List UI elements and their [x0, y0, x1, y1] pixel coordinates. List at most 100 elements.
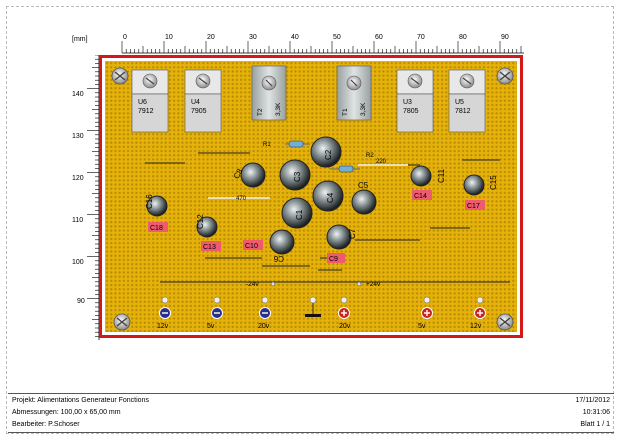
capacitor-label: C18	[150, 225, 163, 232]
resistor-label: 220	[376, 159, 387, 165]
trimpot-value: 3,3K	[275, 102, 282, 116]
capacitor-label: C1	[295, 209, 304, 220]
resistor-label: 470	[236, 196, 247, 202]
resistor-r2[interactable]: R2	[330, 153, 374, 173]
screw-icon	[496, 67, 514, 85]
regulator-value: 7805	[403, 108, 419, 115]
terminal-label: 12v	[470, 323, 482, 330]
x-tick-label: 20	[207, 34, 215, 41]
y-tick-label: 130	[72, 133, 84, 140]
rail-label: -24v	[246, 281, 259, 288]
capacitor-c18[interactable]: C18	[148, 222, 168, 232]
capacitor-c6[interactable]: C6	[269, 229, 295, 263]
capacitor-label: C2	[324, 149, 333, 160]
horizontal-ruler-ticks	[121, 41, 524, 54]
x-tick-label: 0	[123, 34, 127, 41]
trimpot-ref: T2	[257, 108, 264, 116]
output-terminals: 12v 5v 20v 20v	[157, 296, 486, 330]
pcb-board[interactable]	[105, 61, 517, 332]
capacitors: C1 C2 C3 C4 C5 C6 C7 C8 C9 C10 C11 C12 C…	[145, 136, 498, 263]
regulator-ref: U3	[403, 99, 412, 106]
capacitor-c3[interactable]: C3	[279, 159, 311, 191]
trimpot-value: 3,3K	[360, 102, 367, 116]
capacitor-label: C12	[196, 214, 205, 229]
page-indicator: Blatt 1 / 1	[580, 421, 610, 428]
regulator-u5[interactable]: U5 7812	[448, 69, 486, 133]
capacitor-c13[interactable]: C13	[201, 241, 221, 251]
capacitor-label: C17	[467, 203, 480, 210]
terminal-plus-icon[interactable]: 12v	[470, 296, 486, 330]
regulator-ref: U6	[138, 99, 147, 106]
regulator-u3[interactable]: U3 7805	[396, 69, 434, 133]
y-tick-label: 140	[72, 91, 84, 98]
x-tick-label: 80	[459, 34, 467, 41]
x-tick-label: 30	[249, 34, 257, 41]
title-block: Projekt: Alimentations Generateur Foncti…	[8, 393, 614, 433]
pcb-board-frame[interactable]	[99, 55, 523, 338]
capacitor-c11[interactable]: C11	[410, 165, 446, 187]
horizontal-ruler: 0 10 20 30 40 50 60 70 80 90	[100, 32, 524, 54]
capacitor-label: C14	[414, 193, 427, 200]
regulator-u4[interactable]: U4 7905	[184, 69, 222, 133]
regulator-value: 7912	[138, 108, 154, 115]
capacitor-label: C10	[245, 243, 258, 250]
y-tick-label: 100	[72, 259, 84, 266]
x-tick-label: 40	[291, 34, 299, 41]
terminal-label: 5v	[418, 323, 426, 330]
x-tick-label: 50	[333, 34, 341, 41]
capacitor-c2[interactable]: C2	[310, 136, 342, 168]
capacitor-label: C3	[293, 171, 302, 182]
x-tick-label: 10	[165, 34, 173, 41]
pad-icon	[356, 281, 362, 287]
resistor-label: R1	[263, 142, 271, 148]
capacitor-c4[interactable]: C4	[312, 180, 344, 212]
terminal-plus-icon[interactable]: 5v	[418, 296, 433, 330]
trimpot-t2[interactable]: T2 3,3K	[251, 65, 287, 121]
screw-icon	[113, 313, 131, 331]
resistor-470[interactable]: 470	[208, 196, 270, 202]
capacitor-c15[interactable]: C15	[463, 174, 498, 196]
capacitor-c1[interactable]: C1	[281, 197, 313, 229]
capacitor-c12[interactable]: C12	[196, 214, 218, 238]
terminal-minus-icon[interactable]: 5v	[207, 296, 223, 330]
capacitor-label: C11	[437, 168, 446, 183]
capacitor-label: C15	[489, 175, 498, 190]
terminal-minus-icon[interactable]: 20v	[258, 296, 271, 330]
terminal-label: 20v	[258, 323, 270, 330]
capacitor-c9[interactable]: C9	[327, 253, 345, 263]
capacitor-c16[interactable]: C16	[145, 194, 168, 217]
y-tick-label: 120	[72, 175, 84, 182]
regulator-value: 7905	[191, 108, 207, 115]
capacitor-c17[interactable]: C17	[465, 200, 485, 210]
x-tick-label: 60	[375, 34, 383, 41]
screw-icon	[111, 67, 129, 85]
capacitor-label: C7	[348, 228, 357, 239]
trimpot-t1[interactable]: T1 3,3K	[336, 65, 372, 121]
regulator-u6[interactable]: U6 7912	[131, 69, 169, 133]
capacitor-label: C5	[358, 181, 369, 190]
capacitor-c10[interactable]: C10	[243, 240, 263, 250]
capacitor-c14[interactable]: C14	[412, 190, 432, 200]
capacitor-c8[interactable]: C8	[232, 162, 266, 188]
capacitor-c7[interactable]: C7	[326, 224, 357, 250]
resistor-r1[interactable]: R1	[263, 140, 310, 148]
capacitor-label: C6	[273, 254, 284, 263]
pad-icon	[270, 281, 276, 287]
x-tick-label: 70	[417, 34, 425, 41]
regulator-ref: U5	[455, 99, 464, 106]
corner-screws	[111, 67, 514, 331]
ground-terminal-icon[interactable]	[305, 296, 321, 317]
capacitor-c5[interactable]: C5	[351, 181, 377, 215]
capacitor-label: C4	[326, 192, 335, 203]
time-value: 10:31:06	[582, 409, 610, 416]
terminal-minus-icon[interactable]: 12v	[157, 296, 171, 330]
y-tick-label: 110	[72, 217, 84, 224]
terminal-plus-icon[interactable]: 20v	[338, 296, 351, 330]
trimpot-ref: T1	[342, 108, 349, 116]
date-value: 17/11/2012	[575, 397, 610, 404]
drawing-sheet	[6, 6, 614, 434]
resistor-220[interactable]: 220	[358, 159, 408, 166]
y-tick-label: 90	[77, 298, 85, 305]
ruler-unit: [mm]	[72, 36, 88, 43]
